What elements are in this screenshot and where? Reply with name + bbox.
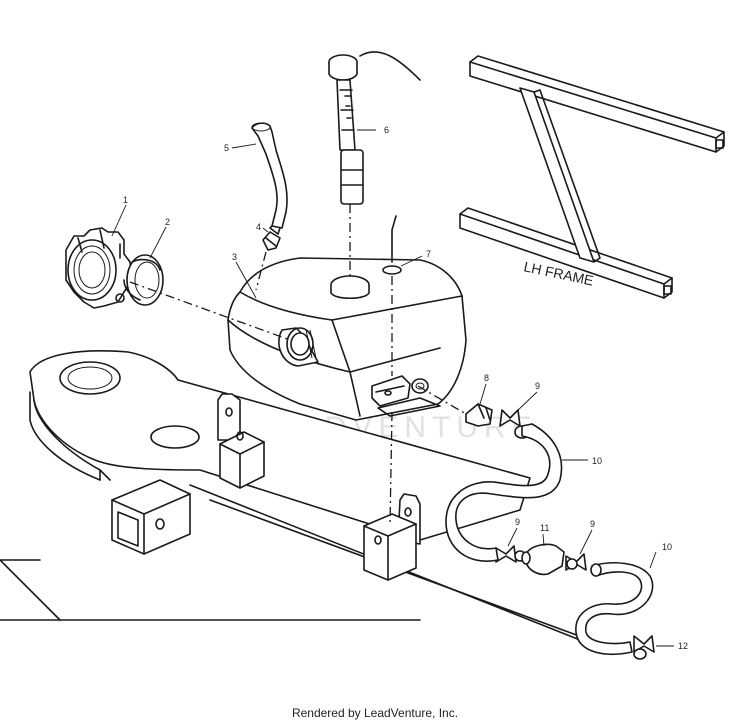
callout-4: 4 [256, 222, 261, 232]
callout-12: 12 [678, 641, 688, 651]
callout-3: 3 [232, 252, 237, 262]
filler-neck [115, 254, 164, 306]
left-tank-bracket [217, 393, 265, 489]
assembly-centerlines [129, 204, 467, 525]
inline-fuel-filter [521, 543, 565, 576]
callout-7: 7 [426, 249, 431, 259]
fuel-hose-lower [575, 562, 654, 655]
callout-10-upper: 10 [592, 456, 602, 466]
callout-9-middle-left: 9 [515, 517, 520, 527]
callout-numbers: 1 2 3 4 5 6 7 8 9 9 9 10 10 11 12 [123, 125, 688, 651]
callout-5: 5 [224, 143, 229, 153]
leader-lines [111, 129, 674, 647]
right-tank-bracket [363, 493, 421, 581]
callout-1: 1 [123, 195, 128, 205]
render-credit: Rendered by LeadVenture, Inc. [291, 706, 459, 720]
lh-frame: LH FRAME [459, 55, 725, 299]
hose-clamp-middle-right [565, 553, 587, 571]
fuel-cap [65, 227, 133, 309]
callout-10-lower: 10 [662, 542, 672, 552]
callout-9-middle-right: 9 [590, 519, 595, 529]
fuel-hose-upper [445, 423, 563, 562]
callout-2: 2 [165, 217, 170, 227]
vent-hose [251, 122, 288, 229]
fuel-tank [227, 257, 467, 421]
fuel-gauge [328, 51, 421, 205]
fuel-outlet-fitting [465, 403, 493, 427]
hose-clamp-end [633, 635, 655, 660]
callout-9-upper: 9 [535, 381, 540, 391]
callout-8: 8 [484, 373, 489, 383]
callout-11: 11 [540, 523, 549, 533]
callout-6: 6 [384, 125, 389, 135]
grommet [382, 215, 402, 275]
main-frame-rail [0, 350, 591, 641]
hose-clamp-middle-left [495, 545, 526, 563]
